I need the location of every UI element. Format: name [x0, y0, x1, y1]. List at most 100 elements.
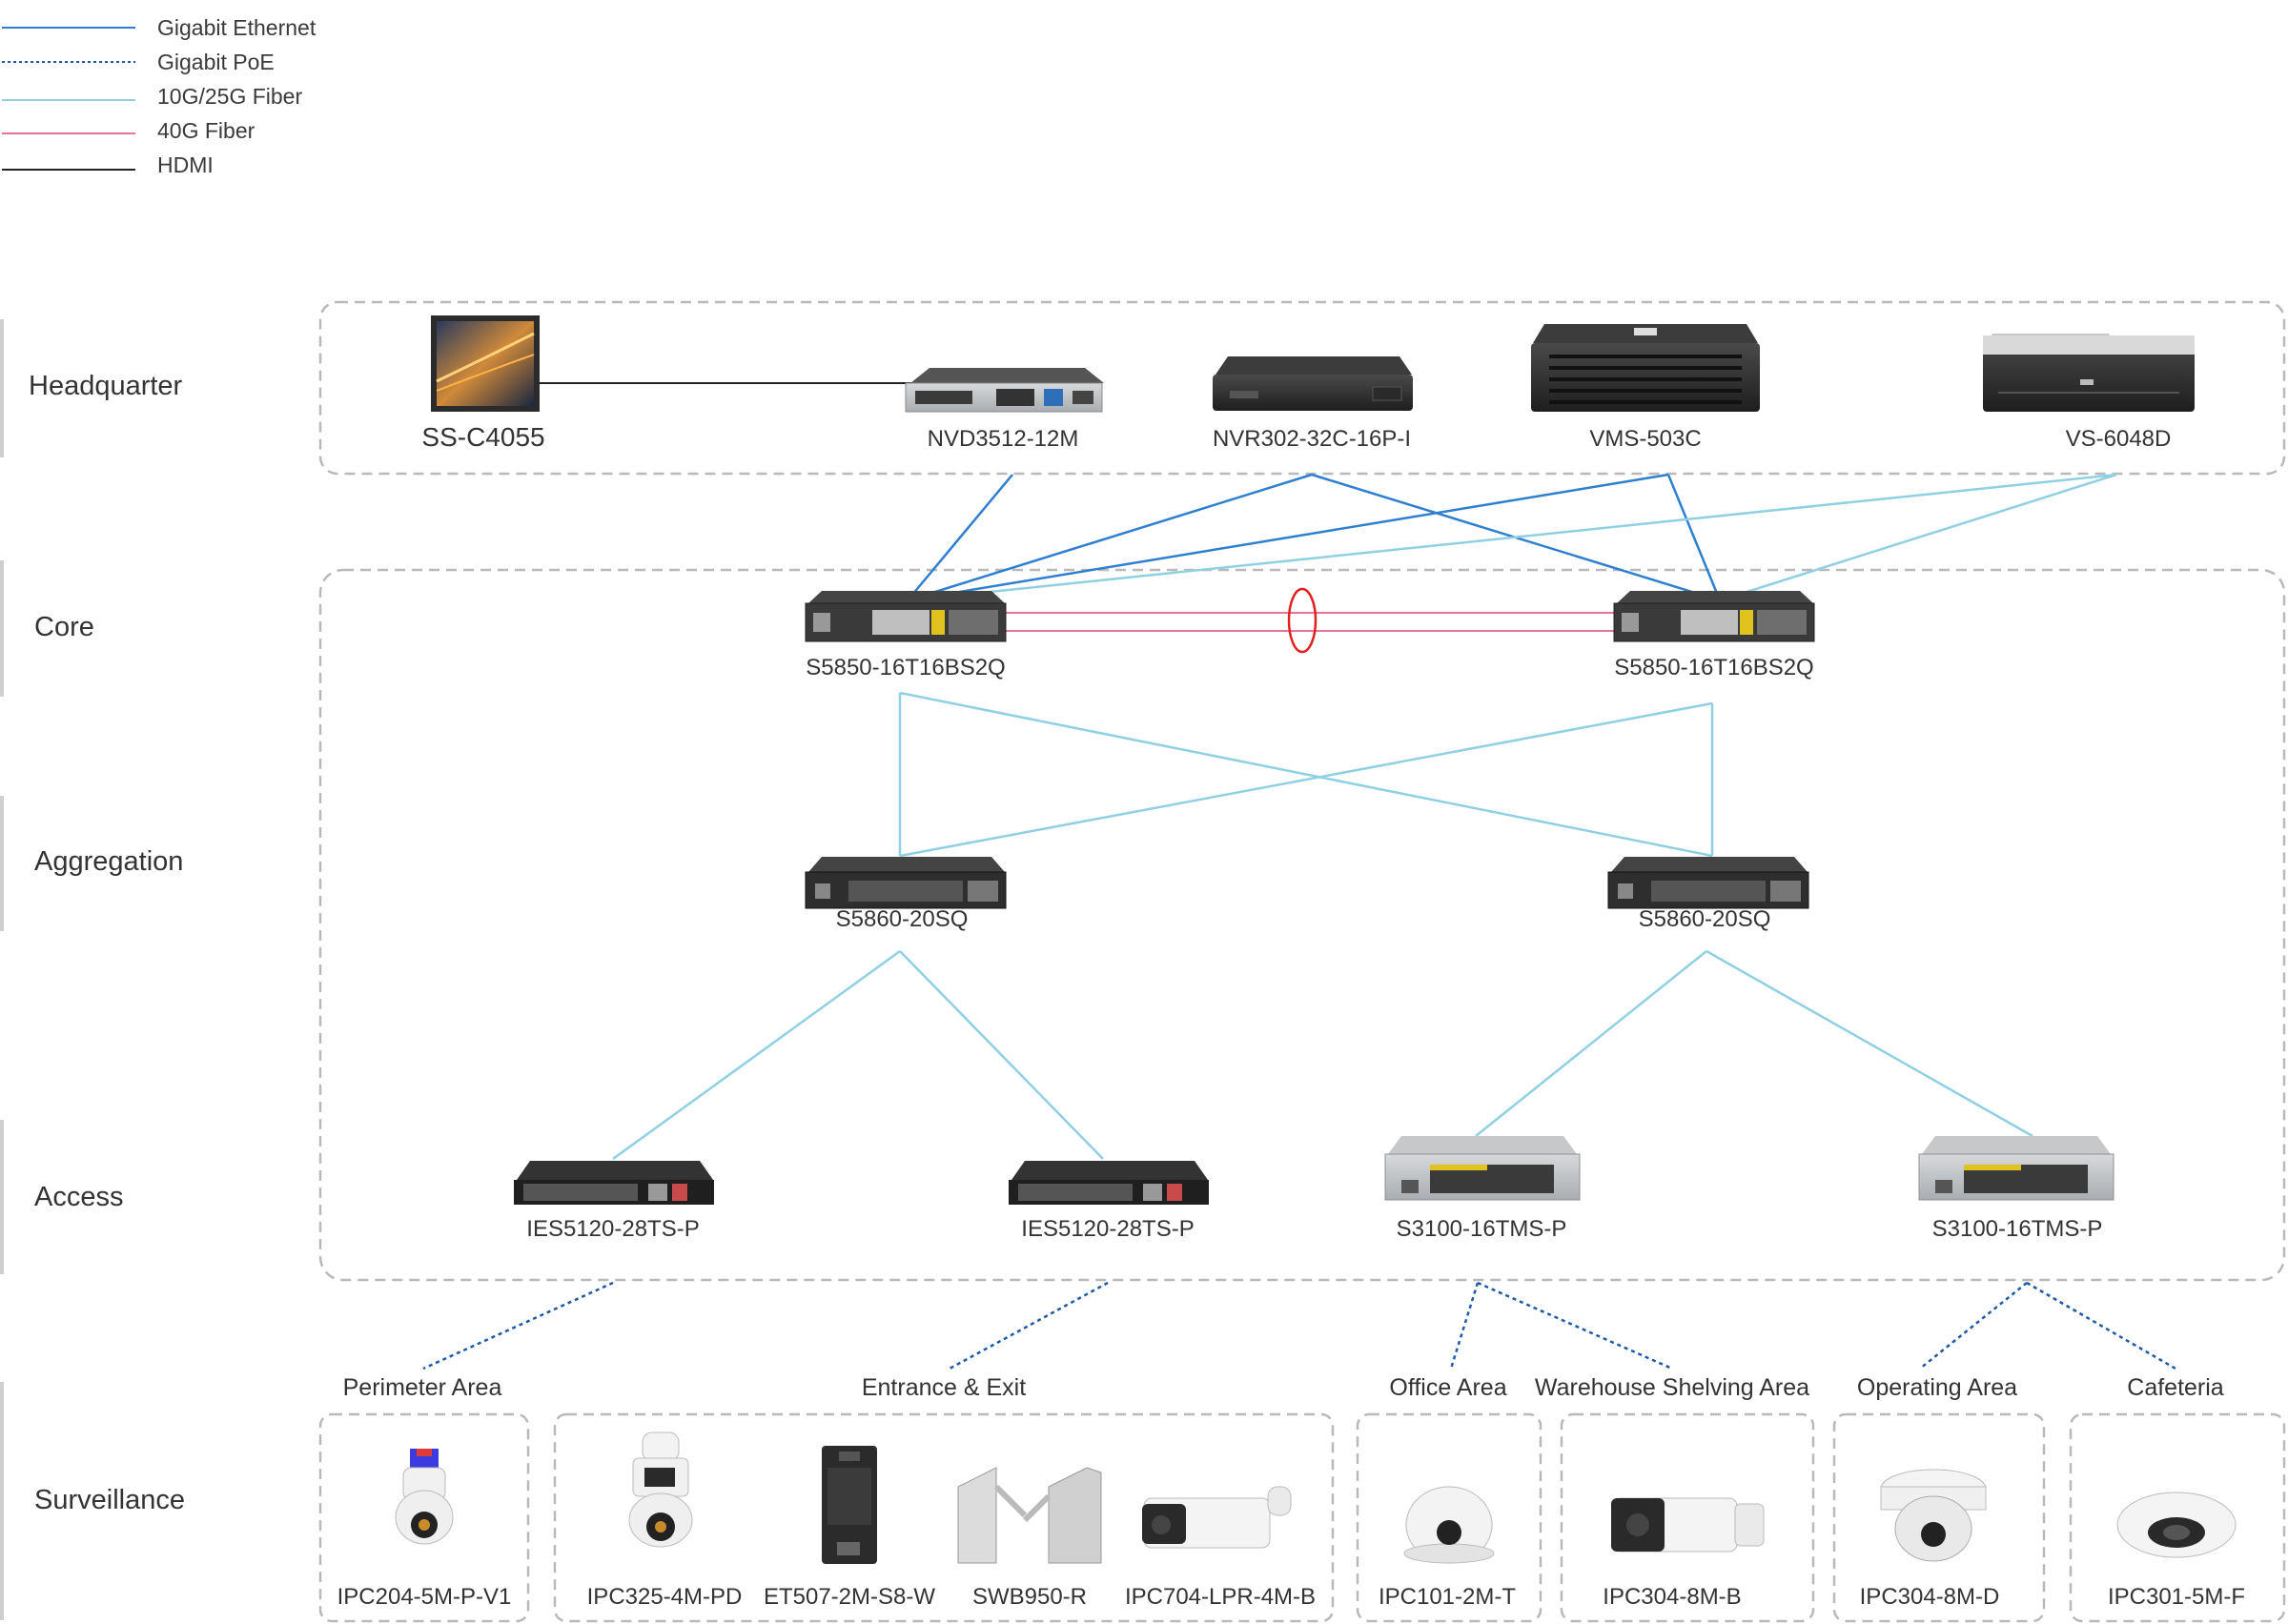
device-label: NVR302-32C-16P-I [1213, 426, 1411, 452]
agg-switch-icon [805, 857, 1007, 909]
tier-label-headquarter: Headquarter [29, 371, 183, 401]
ptz-camera-icon [395, 1449, 454, 1545]
access-terminal-icon [822, 1446, 877, 1564]
area-label-office: Office Area [1389, 1374, 1506, 1401]
nvr-icon [1213, 356, 1413, 411]
area-label-perimeter: Perimeter Area [343, 1374, 502, 1401]
device-access-1: IES5120-28TS-P [514, 1161, 714, 1242]
legend: Gigabit Ethernet Gigabit PoE 10G/25G Fib… [2, 15, 317, 177]
camera-label: IPC304-8M-D [1860, 1584, 2000, 1610]
poe-link [2026, 1281, 2176, 1370]
surveillance-box-perimeter [318, 1412, 530, 1623]
fiber-link [907, 473, 2117, 602]
device-access-4: S3100-16TMS-P [1918, 1136, 2114, 1242]
camera-c1: IPC204-5M-P-V1 [337, 1449, 512, 1610]
fiber-link [899, 691, 1713, 858]
device-label: S3100-16TMS-P [1397, 1216, 1567, 1242]
poe-link [1919, 1282, 2028, 1370]
device-agg-right: S5860-20SQ [1607, 857, 1809, 932]
ptz-camera-icon [628, 1431, 693, 1548]
camera-label: SWB950-R [972, 1584, 1087, 1610]
poe-link [1477, 1281, 1673, 1370]
camera-c4: SWB950-R [957, 1467, 1102, 1610]
device-label: IES5120-28TS-P [526, 1216, 699, 1242]
legend-label: 10G/25G Fiber [157, 84, 302, 109]
bullet-camera-icon [1611, 1497, 1765, 1553]
core-switch-icon [805, 591, 1007, 642]
surveillance-box-entrance [553, 1412, 1335, 1623]
tier-labels: Headquarter Core Aggregation Access Surv… [0, 319, 185, 1620]
camera-label: IPC304-8M-B [1603, 1584, 1741, 1610]
device-vs6048d: VS-6048D [1983, 334, 2195, 452]
poe-switch-icon [1384, 1136, 1581, 1201]
fiber-link [1719, 473, 2117, 602]
ge-link [907, 473, 1313, 602]
device-label: NVD3512-12M [928, 426, 1079, 452]
tier-label-aggregation: Aggregation [34, 846, 183, 877]
device-core-right: S5850-16T16BS2Q [1613, 591, 1815, 680]
device-agg-left: S5860-20SQ [805, 857, 1007, 932]
ge-link [907, 473, 1669, 602]
links [422, 382, 2176, 1370]
area-label-cafeteria: Cafeteria [2127, 1374, 2224, 1401]
tier-bar [0, 560, 4, 697]
fiber-link [1475, 950, 1707, 1137]
fiber-link [612, 949, 901, 1161]
poe-switch-icon [1009, 1161, 1209, 1205]
device-access-2: IES5120-28TS-P [1009, 1161, 1209, 1242]
tier-bar [0, 1120, 4, 1274]
camera-label: ET507-2M-S8-W [764, 1584, 935, 1610]
area-label-operating: Operating Area [1857, 1374, 2017, 1401]
tier-bar [0, 796, 4, 931]
device-ss-c4055: SS-C4055 [421, 315, 545, 452]
surveillance-box-cafeteria [2069, 1412, 2286, 1623]
device-nvd3512: NVD3512-12M [905, 368, 1104, 452]
device-label: SS-C4055 [421, 422, 544, 452]
tier-bar [0, 1382, 4, 1620]
surveillance-box-operating [1832, 1412, 2046, 1623]
device-label: S5850-16T16BS2Q [806, 655, 1005, 680]
camera-c8: IPC304-8M-D [1860, 1469, 2000, 1610]
legend-label: HDMI [157, 152, 214, 177]
camera-c6: IPC101-2M-T [1379, 1486, 1516, 1610]
fiber-link [899, 701, 1713, 858]
device-label: VMS-503C [1589, 426, 1701, 452]
poe-link [949, 1281, 1109, 1370]
fiber-link [899, 950, 1104, 1160]
device-label: S5860-20SQ [1639, 906, 1771, 932]
legend-label: 40G Fiber [157, 118, 255, 143]
dome-camera-icon [1880, 1469, 1987, 1562]
device-label: IES5120-28TS-P [1021, 1216, 1194, 1242]
vms-server-icon [1531, 324, 1760, 412]
device-label: S5850-16T16BS2Q [1614, 655, 1813, 680]
camera-label: IPC204-5M-P-V1 [337, 1584, 512, 1610]
core-switch-icon [1613, 591, 1815, 642]
ge-link [907, 474, 1013, 601]
camera-c5: IPC704-LPR-4M-B [1125, 1486, 1316, 1610]
poe-link [1449, 1282, 1480, 1370]
poe-link [422, 1281, 614, 1370]
group-boxes [318, 300, 2286, 1623]
device-core-left: S5850-16T16BS2Q [805, 591, 1007, 680]
device-label: S3100-16TMS-P [1932, 1216, 2103, 1242]
agg-switch-icon [1607, 857, 1809, 909]
camera-label: IPC325-4M-PD [587, 1584, 743, 1610]
tier-label-core: Core [34, 612, 94, 642]
legend-label: Gigabit PoE [157, 50, 275, 74]
tier-bar [0, 319, 4, 457]
camera-c2: IPC325-4M-PD [587, 1431, 743, 1610]
poe-switch-icon [514, 1161, 714, 1205]
area-label-warehouse: Warehouse Shelving Area [1535, 1374, 1809, 1401]
turret-camera-icon [1403, 1486, 1495, 1564]
camera-c9: IPC301-5M-F [2108, 1492, 2245, 1610]
turnstile-icon [957, 1467, 1102, 1564]
video-wall-icon [431, 315, 540, 412]
camera-c3: ET507-2M-S8-W [764, 1446, 935, 1610]
headquarter-box [318, 300, 2286, 476]
nvd-icon [905, 368, 1104, 413]
device-nvr302: NVR302-32C-16P-I [1213, 356, 1413, 452]
area-labels: Perimeter Area Entrance & Exit Office Ar… [343, 1374, 2224, 1401]
fiber-link [1706, 949, 2033, 1138]
fisheye-camera-icon [2116, 1492, 2237, 1558]
